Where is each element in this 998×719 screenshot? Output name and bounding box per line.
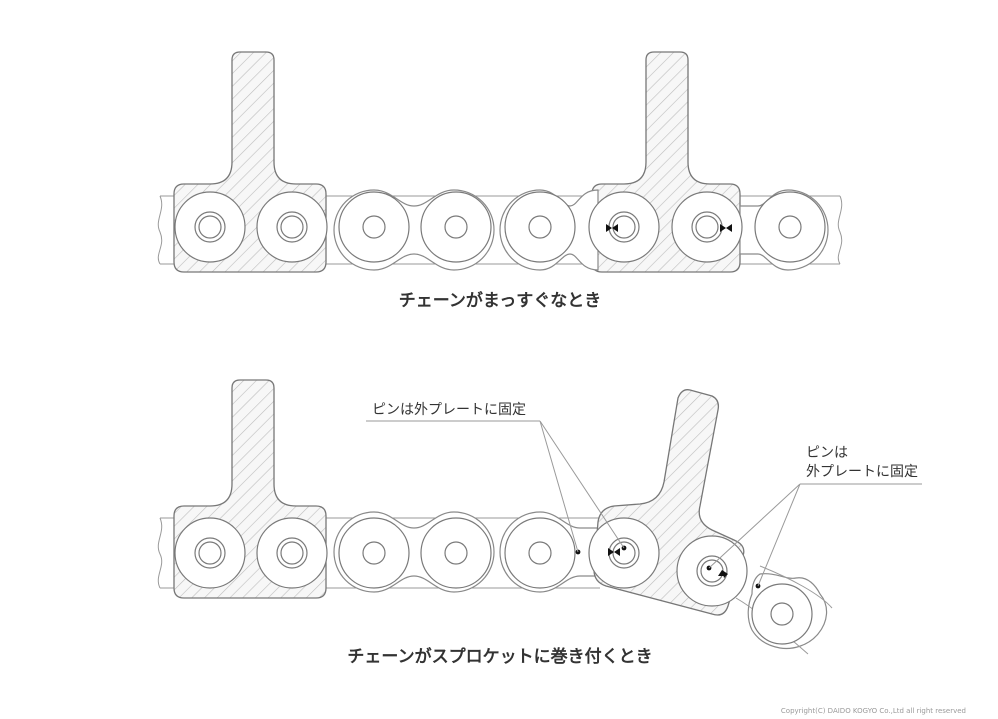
- callout-pin-fixed-2: ピンは 外プレートに固定: [708, 445, 922, 587]
- callout-pin-fixed-1: ピンは外プレートに固定: [366, 402, 625, 553]
- caption-wrapping: チェーンがスプロケットに巻き付くとき: [347, 646, 652, 667]
- chain-left-break: [157, 517, 163, 589]
- callout-leader: [539, 420, 625, 553]
- callout-label-line1: ピンは: [806, 445, 848, 461]
- callout-label-line2: 外プレートに固定: [806, 464, 918, 480]
- pin-holes: [194, 211, 802, 243]
- callout-label: ピンは外プレートに固定: [372, 402, 526, 418]
- chain-left-break: [157, 195, 163, 265]
- straight-chain: [157, 51, 843, 273]
- pin-holes: [194, 537, 794, 626]
- pin-markers: [608, 548, 728, 578]
- callout-leader: [708, 483, 801, 587]
- copyright-notice: Copyright(C) DAIDO KOGYO Co.,Ltd all rig…: [781, 707, 966, 715]
- pin-markers: [606, 224, 732, 232]
- wrapping-chain: [157, 379, 833, 655]
- chain-right-break: [837, 195, 843, 265]
- caption-straight: チェーンがまっすぐなとき: [399, 290, 601, 311]
